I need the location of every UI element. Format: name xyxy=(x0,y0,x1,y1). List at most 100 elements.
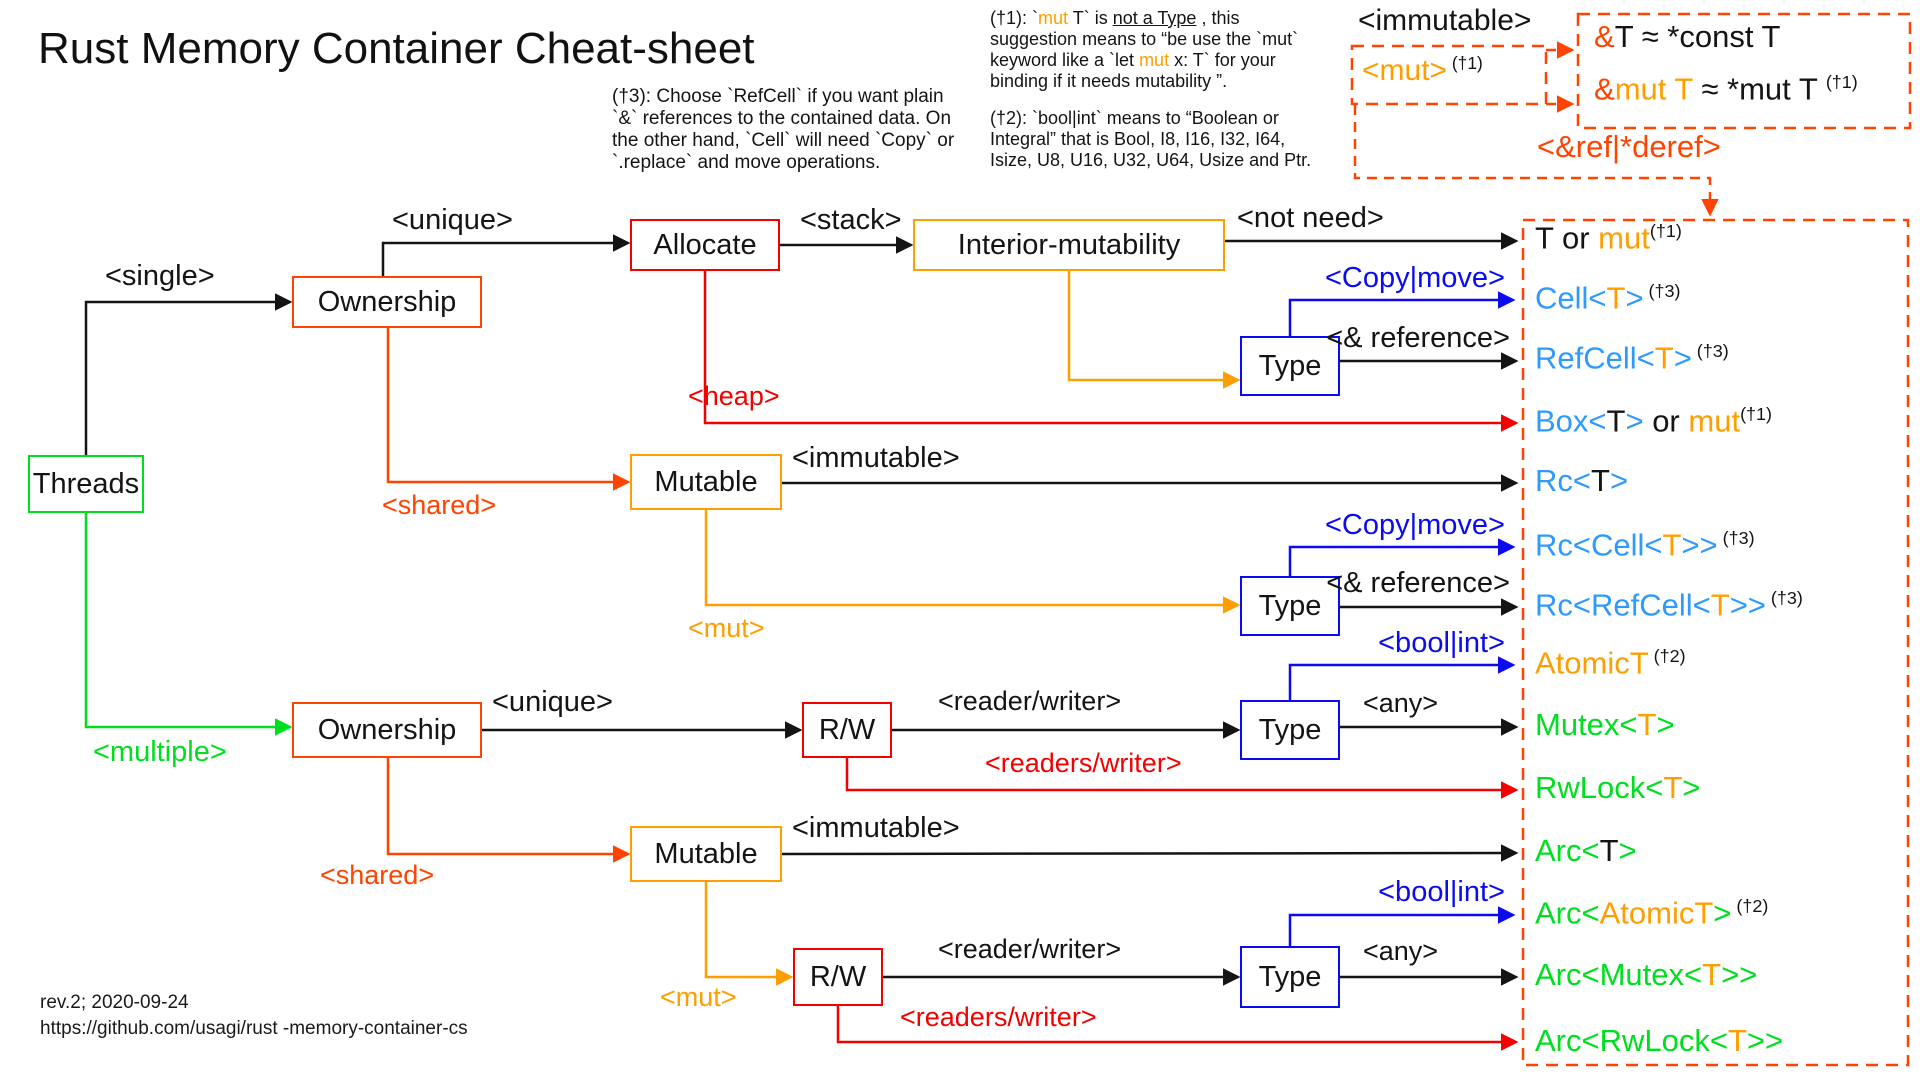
copy-move-label-1: <Copy|move> xyxy=(1324,262,1505,294)
edge-immutable-line-2 xyxy=(781,844,1519,862)
edge-multiple-line xyxy=(84,513,293,736)
node-label: R/W xyxy=(818,713,876,746)
unique-label-2: <unique> xyxy=(492,686,613,718)
node-mutable-1: Mutable xyxy=(630,454,782,510)
edge-shared-line-1 xyxy=(386,328,631,491)
heap-label: <heap> xyxy=(688,381,780,411)
footnote-t1-line-1: (†1): `mut T` is not a Type , this xyxy=(990,8,1240,28)
edge-copy-move-line-1 xyxy=(1288,291,1516,336)
node-label: Interior-mutability xyxy=(957,228,1181,261)
node-interior-mutability: Interior-mutability xyxy=(913,219,1225,271)
shared-label-1: <shared> xyxy=(382,490,497,520)
row-arc-mutex: Arc<Mutex<T>> xyxy=(1535,957,1758,992)
node-label: Mutable xyxy=(654,837,758,870)
copy-move-label-2: <Copy|move> xyxy=(1324,509,1505,541)
node-rw-1: R/W xyxy=(802,702,892,758)
edge-readers-writer-line-1 xyxy=(845,758,1519,799)
amp-reference-label-1: <& reference> xyxy=(1326,322,1510,354)
immutable-label-2: <immutable> xyxy=(792,812,960,844)
footnote-t1-line-3: keyword like a `let mut x: T` for your xyxy=(990,50,1276,70)
ref-const-formula: &T ≈ *const T xyxy=(1594,19,1781,54)
revision-text: rev.2; 2020-09-24 xyxy=(40,992,189,1013)
mut-label-1: <mut> xyxy=(688,613,765,643)
edge-mut-line-2 xyxy=(704,882,794,986)
bool-int-label-2: <bool|int> xyxy=(1378,876,1505,908)
row-rc-cell: Rc<Cell<T>> (†3) xyxy=(1535,527,1755,563)
immutable-label-1: <immutable> xyxy=(792,442,960,474)
node-type-1: Type xyxy=(1240,336,1340,396)
footnote-t3-line-1: (†3): Choose `RefCell` if you want plain xyxy=(612,86,944,107)
stack-label: <stack> xyxy=(800,204,902,236)
repo-url-text: https://github.com/usagi/rust -memory-co… xyxy=(40,1018,468,1039)
multiple-label: <multiple> xyxy=(93,736,227,768)
shared-label-2: <shared> xyxy=(320,860,435,890)
reader-writer-label-1: <reader/writer> xyxy=(938,686,1122,716)
page-title: Rust Memory Container Cheat-sheet xyxy=(38,24,755,73)
ref-deref-label: <&ref|*deref> xyxy=(1537,129,1721,164)
edge-dash-ref-deref-connector xyxy=(1353,105,1719,217)
bool-int-label-1: <bool|int> xyxy=(1378,627,1505,659)
results-dashed-box xyxy=(1521,218,1910,1067)
row-arc-atomict: Arc<AtomicT> (†2) xyxy=(1535,895,1769,931)
edge-readers-writer-line-2 xyxy=(836,1006,1519,1051)
node-label: Type xyxy=(1258,589,1322,622)
node-label: Type xyxy=(1258,349,1322,382)
node-label: Type xyxy=(1258,960,1322,993)
any-label-2: <any> xyxy=(1363,936,1439,966)
node-rw-2: R/W xyxy=(793,948,883,1006)
node-label: R/W xyxy=(809,960,867,993)
edge-copy-move-line-2 xyxy=(1288,538,1516,576)
edge-bool-int-line-2 xyxy=(1288,906,1516,946)
mut-top-label: <mut> (†1) xyxy=(1362,53,1483,87)
row-arc-rwlock: Arc<RwLock<T>> xyxy=(1535,1023,1784,1058)
node-label: Mutable xyxy=(654,465,758,498)
node-label: Ownership xyxy=(317,285,457,318)
edge-heap-line xyxy=(703,271,1519,432)
node-label: Ownership xyxy=(317,713,457,746)
footnote-t2-line-2: Integral” that is Bool, I8, I16, I32, I6… xyxy=(990,129,1286,149)
mut-label-2: <mut> xyxy=(660,982,737,1012)
node-mutable-2: Mutable xyxy=(630,826,782,882)
footnote-t3-line-4: `.replace` and move operations. xyxy=(612,152,881,173)
footnote-t2-line-3: Isize, U8, U16, U32, U64, Usize and Ptr. xyxy=(990,150,1312,170)
node-allocate: Allocate xyxy=(630,219,780,271)
row-rwlock: RwLock<T> xyxy=(1535,770,1701,805)
row-rc: Rc<T> xyxy=(1535,463,1629,498)
readers-writer-label-1: <readers/writer> xyxy=(985,748,1182,778)
row-atomict: AtomicT (†2) xyxy=(1535,645,1686,681)
amp-reference-label-2: <& reference> xyxy=(1326,567,1510,599)
footnote-t1-line-4: binding if it needs mutability ”. xyxy=(990,71,1228,91)
edge-single-line xyxy=(84,293,293,455)
node-ownership-2: Ownership xyxy=(292,702,482,758)
edge-shared-line-2 xyxy=(386,758,631,863)
footnote-t3-line-3: the other hand, `Cell` will need `Copy` … xyxy=(612,130,955,151)
edge-mut-line-1 xyxy=(704,510,1241,614)
readers-writer-label-2: <readers/writer> xyxy=(900,1002,1097,1032)
mut-immutable-dashed-box xyxy=(1350,44,1548,106)
node-type-2: Type xyxy=(1240,576,1340,636)
footnote-t2-line-1: (†2): `bool|int` means to “Boolean or xyxy=(990,108,1279,128)
edge-unique-line-1 xyxy=(381,234,631,276)
any-label-1: <any> xyxy=(1363,688,1439,718)
row-rc-refcell: Rc<RefCell<T>> (†3) xyxy=(1535,587,1803,623)
ref-mut-formula: &mut T ≈ *mut T (†1) xyxy=(1594,71,1858,107)
row-mutex: Mutex<T> xyxy=(1535,707,1675,742)
footnote-t3-line-2: `&` references to the contained data. On xyxy=(612,108,952,129)
row-t-or-mut: T or mut(†1) xyxy=(1535,220,1682,256)
unique-label-1: <unique> xyxy=(392,204,513,236)
reader-writer-label-2: <reader/writer> xyxy=(938,934,1122,964)
node-label: Threads xyxy=(32,467,140,500)
node-label: Type xyxy=(1258,713,1322,746)
ref-formulas-dashed-box xyxy=(1576,12,1912,130)
node-label: Allocate xyxy=(653,228,757,261)
node-type-4: Type xyxy=(1240,946,1340,1008)
not-need-label: <not need> xyxy=(1237,202,1384,234)
row-cell: Cell<T> (†3) xyxy=(1535,280,1681,316)
footnote-t1-line-2: suggestion means to “be use the `mut` xyxy=(990,29,1299,49)
node-ownership-1: Ownership xyxy=(292,276,482,328)
row-box: Box<T> or mut(†1) xyxy=(1535,403,1773,439)
immutable-top-label: <immutable> xyxy=(1358,4,1532,37)
single-label: <single> xyxy=(105,260,215,292)
